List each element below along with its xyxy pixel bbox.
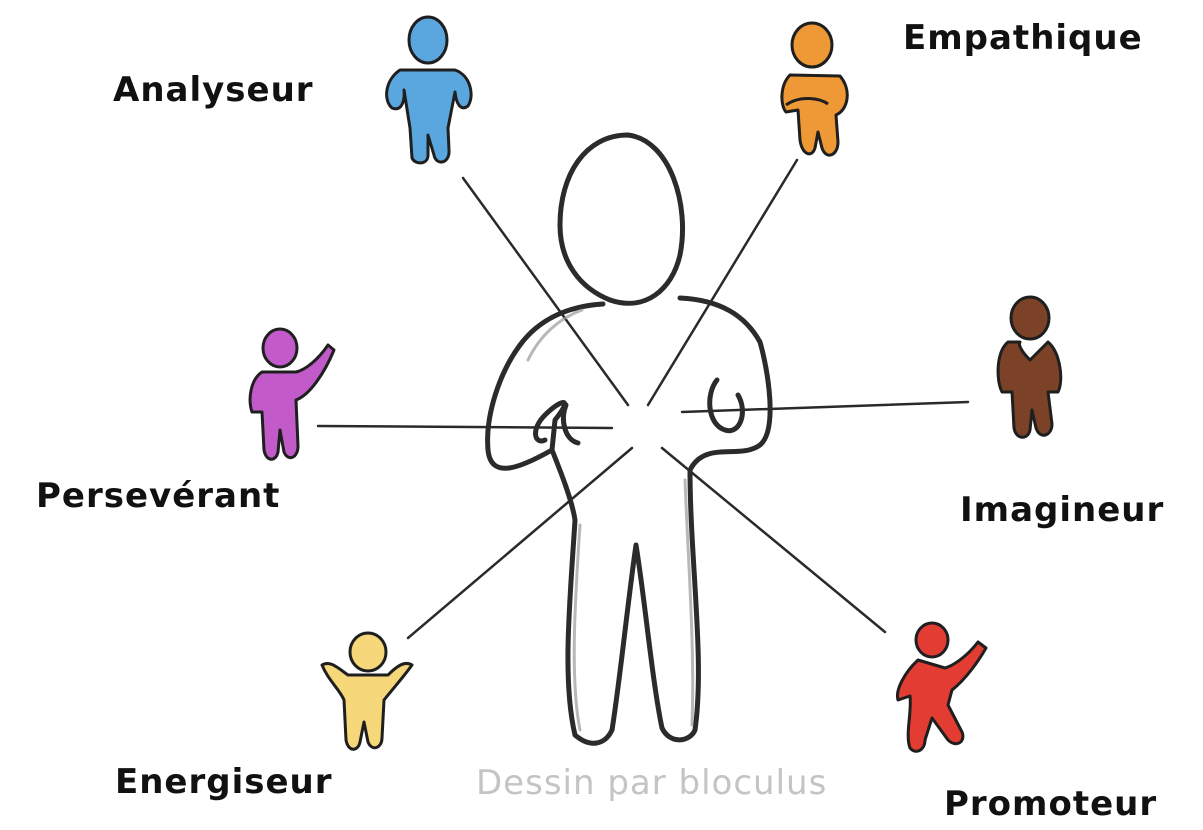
perseverant-figure xyxy=(248,327,336,461)
connector-perseverant xyxy=(316,424,614,430)
empathique-figure xyxy=(780,21,849,157)
label-promoteur: Promoteur xyxy=(944,784,1158,824)
connector-analyseur xyxy=(461,176,630,407)
energiseur-figure xyxy=(320,631,414,751)
label-perseverant: Persevérant xyxy=(36,476,281,516)
analyseur-figure xyxy=(385,15,473,165)
label-imagineur: Imagineur xyxy=(960,490,1165,530)
connector-lines xyxy=(316,158,970,640)
central-person-shadow xyxy=(526,308,695,732)
imagineur-figure xyxy=(996,295,1063,439)
connector-promoteur xyxy=(660,446,887,634)
label-empathique: Empathique xyxy=(903,18,1143,58)
label-energiseur: Energiseur xyxy=(115,762,333,802)
label-analyseur: Analyseur xyxy=(113,70,314,110)
connector-energiseur xyxy=(406,446,634,640)
promoteur-figure xyxy=(895,621,988,753)
central-person-figure xyxy=(485,132,773,746)
connector-empathique xyxy=(646,158,799,407)
drawing-credit: Dessin par bloculus xyxy=(476,763,828,803)
connector-imagineur xyxy=(680,400,970,414)
